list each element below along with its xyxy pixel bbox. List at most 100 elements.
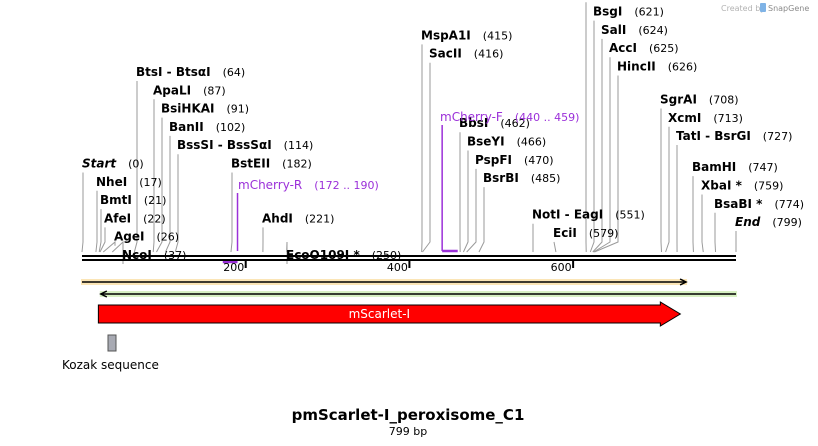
enzyme-labels: BtsI - BtsαI(64)ApaLI(87)BsiHKAI(91)BanI… [82, 0, 804, 262]
enzyme-pos-end: (799) [772, 216, 802, 229]
enzyme-line-bmti [98, 209, 102, 253]
plasmid-length: 799 bp [389, 425, 427, 438]
enzyme-name-xcmi: XcmI [668, 111, 701, 125]
feature-kozak-sequence: Kozak sequence [62, 334, 159, 372]
enzyme-name-start: Start [82, 157, 117, 171]
enzyme-pos-ecii: (579) [589, 227, 619, 240]
primer-name-mcherry-f: mCherry-F [440, 110, 503, 124]
enzyme-line-banii [165, 135, 171, 253]
enzyme-line-sali [592, 38, 603, 253]
enzyme-line-bsgi [589, 20, 595, 253]
orf-reverse [99, 290, 737, 298]
ruler-label-200: 200 [223, 261, 244, 274]
enzyme-name-mspa1i: MspA1I [421, 28, 471, 42]
feature-label-mscarlet-i: mScarlet-I [349, 307, 410, 321]
enzyme-name-afei: AfeI [104, 211, 131, 225]
enzyme-line-bsteii [230, 172, 233, 253]
enzyme-name-noti-eagi: NotI - EagI [532, 208, 603, 222]
enzyme-line-xcmi [665, 126, 670, 253]
enzyme-name-bmti: BmtI [100, 193, 132, 207]
enzyme-line-pspfi [466, 168, 477, 253]
enzyme-name-hincii: HincII [617, 60, 656, 74]
enzyme-name-ahdi: AhdI [262, 211, 293, 225]
enzyme-line-start [81, 172, 84, 253]
feature-box-kozak-sequence [107, 334, 117, 352]
enzyme-name-xbai: XbaI * [701, 178, 743, 192]
title-block: pmScarlet-I_peroxisome_C1 799 bp [292, 406, 525, 438]
enzyme-line-hincii [594, 75, 619, 253]
enzyme-name-bamhi: BamHI [692, 160, 736, 174]
enzyme-pos-bsgi: (621) [634, 6, 664, 19]
enzyme-name-tati-bsrgi: TatI - BsrGI [676, 129, 751, 143]
enzyme-line-sacii [422, 62, 431, 253]
enzyme-pos-xcmi: (713) [713, 112, 743, 125]
enzyme-name-nhei: NheI [96, 175, 127, 189]
enzyme-pos-sacii: (416) [474, 48, 504, 61]
enzyme-line-apali [152, 99, 155, 253]
enzyme-name-bsteii: BstEII [231, 157, 270, 171]
enzyme-pos-btsi-bts-i: (64) [223, 66, 246, 79]
ruler-label-400: 400 [387, 261, 408, 274]
orf-forward [81, 278, 688, 286]
enzyme-name-banii: BanII [169, 120, 204, 134]
enzyme-line-nhei [95, 190, 98, 253]
enzyme-pos-banii: (102) [216, 121, 246, 134]
enzyme-name-bsihkai: BsiHKAI [161, 102, 215, 116]
enzyme-line-bsihkai [156, 117, 163, 253]
enzyme-name-btsi-bts-i: BtsI - BtsαI [136, 65, 211, 79]
enzyme-pos-afei: (22) [143, 212, 166, 225]
enzyme-pos-ahdi: (221) [305, 212, 335, 225]
enzyme-name-sali: SalI [601, 23, 626, 37]
snapgene-logo-icon [760, 3, 766, 12]
enzyme-name-acci: AccI [609, 41, 637, 55]
enzyme-name-end: End [735, 215, 761, 229]
enzyme-name-sgrai: SgrAI [660, 92, 697, 106]
credit-brand: SnapGene [768, 4, 809, 13]
enzyme-line-bsabi [714, 212, 717, 253]
feature-arrow-mscarlet-i [97, 301, 682, 327]
enzyme-line-bsssi-bsss-i [174, 154, 179, 253]
orf-arrowhead-reverse [99, 290, 108, 298]
enzyme-pos-sgrai: (708) [709, 93, 739, 106]
enzyme-pos-bsihkai: (91) [227, 103, 250, 116]
enzyme-line-agei [102, 240, 116, 253]
features: mScarlet-I Kozak sequence [62, 301, 682, 372]
enzyme-name-sacii: SacII [429, 47, 462, 61]
enzyme-pos-noti-eagi: (551) [615, 209, 645, 222]
primers: mCherry-R(172 .. 190)mCherry-F(440 .. 45… [222, 110, 579, 264]
enzyme-line-afei [99, 227, 106, 253]
enzyme-name-apali: ApaLI [153, 83, 191, 97]
enzyme-pos-xbai: (759) [754, 179, 784, 192]
enzyme-pos-bsabi: (774) [774, 198, 804, 211]
feature-label-kozak-sequence: Kozak sequence [62, 358, 159, 372]
enzyme-pos-start: (0) [128, 158, 144, 171]
primer-name-mcherry-r: mCherry-R [238, 178, 302, 192]
enzyme-name-bsssi-bsss-i: BssSI - BssSαI [177, 138, 272, 152]
enzyme-line-acci [593, 57, 611, 253]
open-reading-frames [81, 278, 737, 298]
enzyme-pos-pspfi: (470) [524, 154, 554, 167]
enzyme-pos-sali: (624) [638, 24, 668, 37]
enzyme-name-bsrbi: BsrBI [483, 171, 519, 185]
enzyme-pos-nhei: (17) [139, 176, 162, 189]
enzyme-name-bsabi: BsaBI * [714, 197, 763, 211]
ruler: 200 400 600 [223, 261, 575, 274]
enzyme-pos-bmti: (21) [144, 194, 167, 207]
enzyme-line-bsrbi [478, 187, 485, 253]
plasmid-name: pmScarlet-I_peroxisome_C1 [292, 406, 525, 424]
enzyme-pos-hincii: (626) [668, 61, 698, 74]
enzyme-line-sgrai [660, 108, 663, 253]
enzyme-name-bbsi: BbsI [459, 116, 488, 130]
ruler-label-600: 600 [551, 261, 572, 274]
enzyme-name-ecii: EciI [553, 226, 577, 240]
enzyme-pos-agei: (26) [156, 231, 179, 244]
primer-range-mcherry-r: (172 .. 190) [314, 179, 379, 192]
enzyme-line-bseyi [462, 150, 469, 253]
orf-arrowhead-forward [679, 278, 688, 286]
enzyme-name-pspfi: PspFI [475, 153, 512, 167]
enzyme-pos-acci: (625) [649, 42, 679, 55]
enzyme-name-bsgi: BsgI [593, 5, 622, 19]
feature-mscarlet-i: mScarlet-I [97, 301, 682, 327]
enzyme-pos-bsssi-bsss-i: (114) [284, 139, 314, 152]
